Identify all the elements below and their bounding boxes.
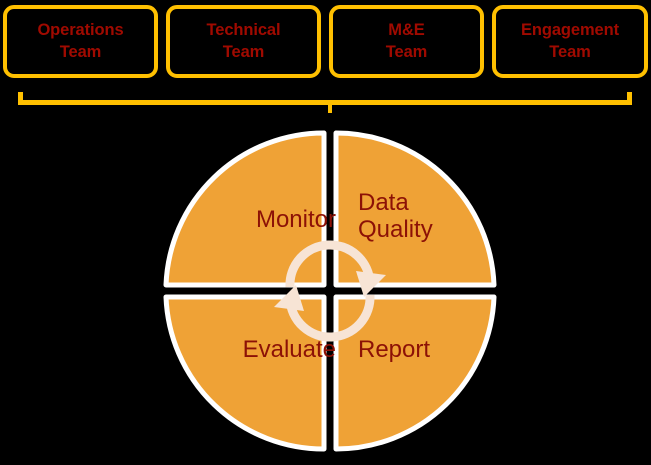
team-box-mande[interactable]: M&E Team (329, 5, 484, 78)
bracket-left-tick (18, 92, 23, 105)
cycle-arrow-upper (285, 240, 386, 297)
quadrant-evaluate[interactable] (163, 294, 327, 452)
cycle-wheel: Monitor Data Quality Evaluate Report (158, 125, 502, 457)
team-box-engagement-label: Engagement Team (520, 20, 620, 61)
quadrant-data-quality[interactable] (333, 130, 497, 288)
team-box-mande-label: M&E Team (385, 20, 428, 61)
quadrant-report[interactable] (333, 294, 497, 452)
quadrant-label-monitor: Monitor (255, 206, 336, 233)
cycle-wheel-svg (163, 130, 497, 452)
team-box-operations[interactable]: Operations Team (3, 5, 158, 78)
quadrant-monitor[interactable] (163, 130, 327, 288)
team-box-operations-label: Operations Team (37, 20, 124, 61)
team-box-technical[interactable]: Technical Team (166, 5, 321, 78)
quadrant-label-report: Report (358, 336, 431, 363)
bracket-center-stem (328, 103, 332, 113)
team-boxes-row: Operations Team Technical Team M&E Team … (0, 0, 651, 88)
team-box-engagement[interactable]: Engagement Team (492, 5, 648, 78)
quadrant-label-data-quality: Data Quality (358, 189, 433, 243)
bracket-horizontal-bar (18, 100, 632, 105)
cycle-arrow-lower (274, 285, 375, 342)
bracket-connector (0, 88, 651, 120)
quadrant-label-evaluate: Evaluate (242, 336, 336, 363)
team-box-technical-label: Technical Team (206, 20, 281, 61)
bracket-right-tick (627, 92, 632, 105)
